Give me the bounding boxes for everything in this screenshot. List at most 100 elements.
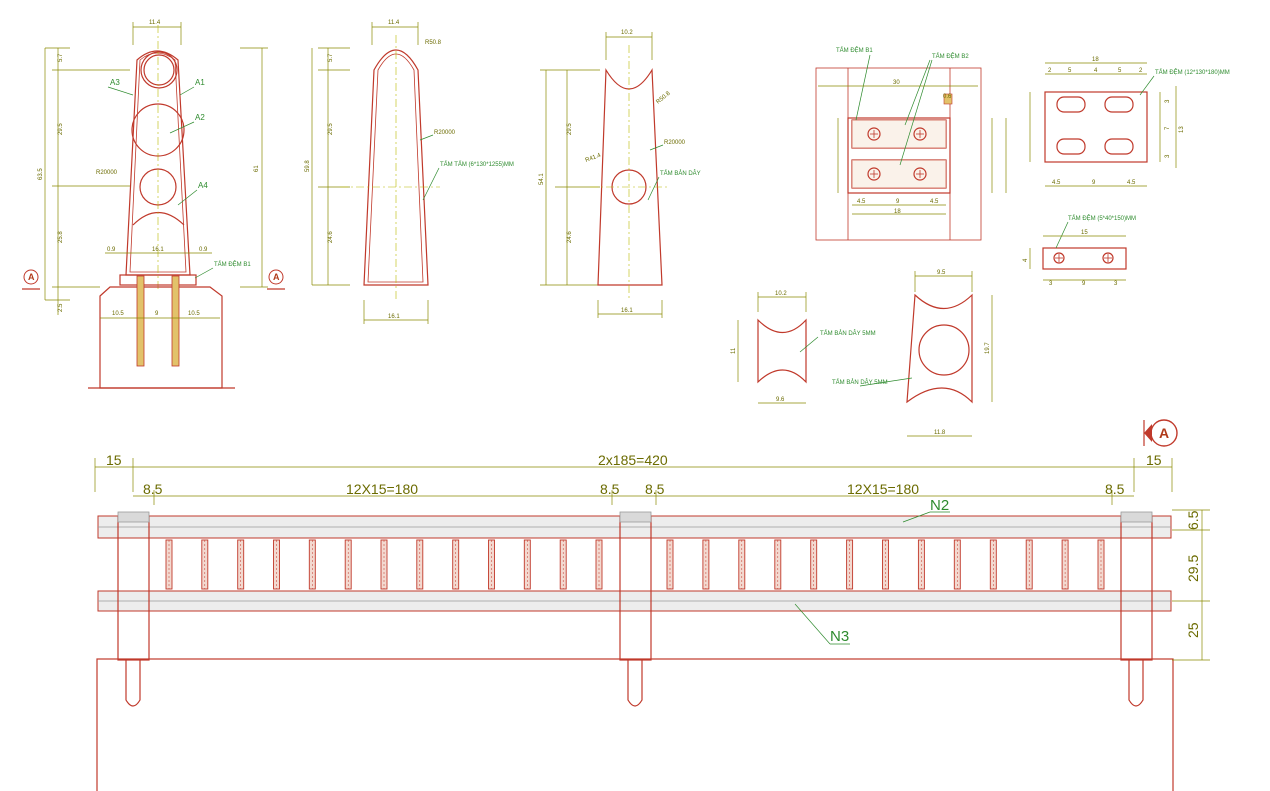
side-dim-2: 29.5 xyxy=(328,123,334,135)
bracket-plate-label: TẤM BẢN DÂY xyxy=(660,170,701,177)
pad5-bottom-2: 9 xyxy=(1082,281,1086,287)
plate-b1-label: TẤM ĐỆM B1 xyxy=(214,260,251,268)
pad12-bottom-3: 4.5 xyxy=(1127,180,1136,186)
post-side-view: 11.4 R50.8 5.7 29.5 24.6 59.8 R20000 TẤM… xyxy=(305,20,514,324)
pad12-top-3: 4 xyxy=(1094,68,1098,74)
right-dim-1: 6.5 xyxy=(1185,510,1201,530)
side-dim-3: 24.6 xyxy=(328,231,334,243)
pad12-top-total: 18 xyxy=(1092,57,1099,63)
pad12-right-2: 7 xyxy=(1165,126,1171,130)
base-right: 10.5 xyxy=(188,311,200,317)
pad12-top-1: 2 xyxy=(1048,68,1052,74)
label-a1: A1 xyxy=(195,78,205,87)
end-left: 15 xyxy=(106,452,122,468)
offset-4: 8.5 xyxy=(1105,481,1125,497)
plate-b-top: 9.5 xyxy=(937,270,946,276)
plate-bottom-3: 4.5 xyxy=(930,199,939,205)
plate-b-label: TẤM BẢN DÂY 5MM xyxy=(832,379,888,386)
span-left: 12X15=180 xyxy=(346,481,418,497)
plate-bottom-2: 9 xyxy=(896,199,900,205)
pad-5-detail: TẤM ĐỆM (5*40*150)MM 15 4 3 9 3 xyxy=(1023,214,1136,287)
pad5-left: 4 xyxy=(1023,258,1029,262)
side-dim-1: 5.7 xyxy=(328,53,334,62)
base-left: 10.5 xyxy=(112,311,124,317)
rail-n3-label: N3 xyxy=(830,628,849,645)
bracket-radius-top: R50.8 xyxy=(655,90,672,105)
dim-5-7: 5.7 xyxy=(58,53,64,62)
side-top-width: 11.4 xyxy=(388,20,400,26)
post-front-view: 11.4 5.7 29.5 25.8 2.5 63.5 61 A3 A1 A2 … xyxy=(22,20,285,389)
label-a4: A4 xyxy=(198,181,208,190)
top-width-label: 11.4 xyxy=(149,20,161,26)
label-a3: A3 xyxy=(110,78,120,87)
bracket-radius-hole: R41.4 xyxy=(585,153,603,164)
gap-right: 0.9 xyxy=(199,247,208,253)
pad5-label: TẤM ĐỆM (5*40*150)MM xyxy=(1068,214,1136,222)
pad12-right-total: 13 xyxy=(1179,126,1185,133)
bracket-bottom: 16.1 xyxy=(621,308,633,314)
elevation-section-mark: A xyxy=(1159,425,1169,441)
pad12-bottom-2: 9 xyxy=(1092,180,1096,186)
plate-small-dim: 0.6 xyxy=(943,94,952,100)
plate-a-label: TẤM BẢN DÂY 5MM xyxy=(820,330,876,337)
base-mid: 9 xyxy=(155,311,159,317)
pad-b2-label: TẤM ĐỆM B2 xyxy=(932,52,969,60)
bracket-radius: R20000 xyxy=(664,140,686,146)
rail-n2-label: N2 xyxy=(930,497,949,514)
plate-b-right: 19.7 xyxy=(985,342,991,354)
pad12-top-2: 5 xyxy=(1068,68,1072,74)
railing-elevation: 2x185=420 15 15 12X15=180 12X15=180 8.5 … xyxy=(94,419,1210,791)
pad12-bottom-1: 4.5 xyxy=(1052,180,1061,186)
plate-a-top: 10.2 xyxy=(775,291,787,297)
pad12-right-3: 3 xyxy=(1165,154,1171,158)
plate-b-bottom: 11.8 xyxy=(934,430,946,436)
baluster-group xyxy=(165,539,1105,590)
pad5-top: 15 xyxy=(1081,230,1088,236)
gap-mid: 16.1 xyxy=(152,247,164,253)
small-plate-b: 9.5 19.7 11.8 TẤM BẢN DÂY 5MM xyxy=(832,270,993,437)
pad12-label: TẤM ĐỆM (12*130*180)MM xyxy=(1155,68,1230,76)
bracket-overall: 54.1 xyxy=(539,173,545,185)
pad12-top-4: 5 xyxy=(1118,68,1122,74)
radius-label: R20000 xyxy=(96,170,118,176)
bracket-top: 10.2 xyxy=(621,30,633,36)
pad-12-detail: 18 2 5 4 5 2 TẤM ĐỆM (12*130*180)MM 4.5 … xyxy=(1029,57,1230,187)
gap-left: 0.9 xyxy=(107,247,116,253)
span-right: 12X15=180 xyxy=(847,481,919,497)
label-a2: A2 xyxy=(195,113,205,122)
total-length: 2x185=420 xyxy=(598,452,668,468)
dim-25-8: 25.8 xyxy=(58,231,64,243)
side-plate-label: TẤM TẤM (6*130*1255)MM xyxy=(440,161,514,168)
dim-63-5: 63.5 xyxy=(38,168,44,180)
side-radius-top: R50.8 xyxy=(425,40,442,46)
dim-61: 61 xyxy=(254,165,260,172)
dim-2-5: 2.5 xyxy=(58,303,64,312)
offset-1: 8.5 xyxy=(143,481,163,497)
side-overall: 59.8 xyxy=(305,160,311,172)
dim-29-5: 29.5 xyxy=(58,123,64,135)
pad-b1-label: TẤM ĐỆM B1 xyxy=(836,46,873,54)
side-bottom-width: 16.1 xyxy=(388,314,400,320)
plate-width-top: 30 xyxy=(893,80,900,86)
offset-2: 8.5 xyxy=(600,481,620,497)
plate-detail: TẤM ĐỆM B1 TẤM ĐỆM B2 30 0.6 4.5 9 4.5 1… xyxy=(815,46,1007,241)
section-mark-left: A xyxy=(28,272,35,282)
offset-3: 8.5 xyxy=(645,481,665,497)
pad12-right-1: 3 xyxy=(1165,99,1171,103)
right-dim-3: 25 xyxy=(1185,622,1201,638)
pad5-bottom-3: 3 xyxy=(1114,281,1118,287)
plate-bottom-total: 18 xyxy=(894,209,901,215)
post-bracket-view: 10.2 29.5 24.6 54.1 R50.8 R20000 R41.4 T… xyxy=(539,30,701,318)
bracket-dim-2: 24.6 xyxy=(567,231,573,243)
plate-a-bottom: 9.6 xyxy=(776,397,785,403)
small-plate-a: 10.2 11 9.6 TẤM BẢN DÂY 5MM xyxy=(731,291,876,404)
end-right: 15 xyxy=(1146,452,1162,468)
pad12-top-5: 2 xyxy=(1139,68,1143,74)
section-mark-right: A xyxy=(273,272,280,282)
plate-a-left: 11 xyxy=(731,347,737,354)
bracket-dim-1: 29.5 xyxy=(567,123,573,135)
pad5-bottom-1: 3 xyxy=(1049,281,1053,287)
side-radius: R20000 xyxy=(434,130,456,136)
plate-bottom-1: 4.5 xyxy=(857,199,866,205)
